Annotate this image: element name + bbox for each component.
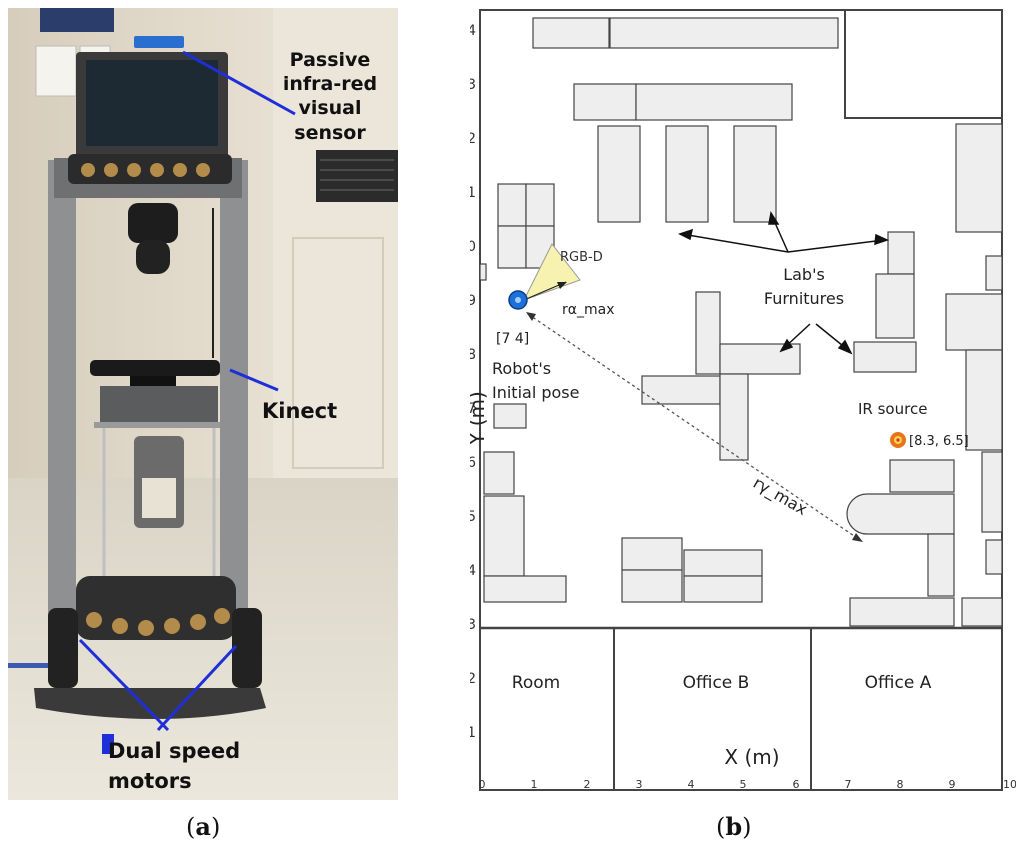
robot-pose-label: Robot's Initial pose: [492, 359, 579, 402]
robot-photo: Passive infra-red visual sensor Kinect D…: [8, 8, 398, 800]
robot-photo-panel: Passive infra-red visual sensor Kinect D…: [8, 8, 398, 800]
robot-right-wheel: [232, 608, 262, 688]
svg-text:Furnitures: Furnitures: [764, 289, 844, 308]
x-tick: 7: [845, 778, 852, 791]
rgbd-label: RGB-D: [560, 250, 603, 265]
svg-text:Initial pose: Initial pose: [492, 383, 579, 402]
x-tick: 2: [584, 778, 591, 791]
floor-tape: [8, 663, 48, 668]
svg-text:Lab's: Lab's: [783, 265, 825, 284]
robot-base: [76, 576, 236, 640]
lab-map-panel: 14 13 12 11 10 9 8 7 6 5 4 3 2 1 0 1 2 3…: [458, 8, 1018, 800]
r-alpha-arrowhead: [557, 282, 567, 289]
y-tick: 3: [470, 617, 476, 633]
ir-source-dot: [896, 438, 900, 442]
robot-left-pillar: [48, 160, 76, 630]
ir-sensor-callout-line: [182, 50, 296, 116]
svg-text:Passive: Passive: [290, 49, 371, 71]
x-tick: 10: [1003, 778, 1016, 791]
x-axis-title: X (m): [724, 745, 779, 769]
kinect-sensor: [90, 360, 220, 376]
robot-ptz-camera: [128, 203, 178, 243]
r-alpha-label: rα_max: [562, 302, 615, 318]
r-gamma-arrowhead: [852, 533, 863, 542]
robot-sonar-top: [81, 163, 210, 177]
y-tick: 10: [470, 239, 476, 255]
motor-callout-line-left: [78, 638, 170, 732]
x-tick: 3: [636, 778, 643, 791]
svg-text:Dual speed: Dual speed: [108, 739, 240, 763]
caption-a: (a): [186, 812, 221, 841]
y-tick: 8: [470, 347, 476, 363]
rgbd-field-of-view: [522, 243, 581, 301]
room-label: Office A: [865, 673, 932, 693]
x-tick: 4: [688, 778, 695, 791]
ir-source-label: IR source: [858, 400, 927, 418]
x-tick: 6: [793, 778, 800, 791]
room-label: Room: [512, 673, 560, 693]
x-tick: 0: [479, 778, 486, 791]
motor-callout-marker: [102, 734, 114, 754]
r-gamma-line: [527, 313, 861, 541]
wall-poster: [40, 8, 114, 32]
motors-label: Dual speed motors: [108, 739, 240, 793]
robot-right-pillar: [220, 160, 248, 630]
robot-shelf: [94, 422, 220, 428]
ir-sensor-device: [134, 36, 184, 48]
y-tick: 6: [470, 455, 476, 471]
x-tick: 9: [949, 778, 956, 791]
furniture-arrows: [678, 210, 890, 355]
y-tick: 13: [470, 77, 476, 93]
room-label: Office B: [683, 673, 750, 693]
caption-b: (b): [716, 812, 752, 841]
wall-vent: [316, 150, 398, 202]
x-tick: 5: [740, 778, 747, 791]
kinect-stand: [130, 376, 176, 386]
robot-left-wheel: [48, 608, 78, 688]
ir-sensor-label: Passive infra-red visual sensor: [283, 49, 377, 144]
y-tick: 14: [470, 23, 476, 39]
furniture-label: Lab's Furnitures: [764, 265, 844, 308]
motor-callout-line-right: [156, 644, 238, 732]
y-axis-ticks: 14 13 12 11 10 9 8 7 6 5 4 3 2 1: [458, 23, 476, 741]
kinect-label: Kinect: [262, 399, 337, 423]
robot-coords-label: [7 4]: [496, 331, 529, 347]
svg-text:Robot's: Robot's: [492, 359, 551, 378]
lab-map: 14 13 12 11 10 9 8 7 6 5 4 3 2 1 0 1 2 3…: [458, 9, 1018, 791]
y-tick: 11: [470, 185, 476, 201]
r-gamma-arrowhead: [526, 312, 536, 321]
kinect-callout-line: [229, 368, 279, 392]
robot-arm-label: [142, 478, 176, 518]
robot-sonar-base: [86, 608, 230, 636]
robot-laptop: [100, 386, 218, 422]
y-tick: 5: [470, 509, 476, 525]
svg-text:infra-red: infra-red: [283, 73, 377, 95]
y-tick: 12: [470, 131, 476, 147]
room-labels: Room Office B Office A: [512, 673, 932, 693]
y-tick: 4: [470, 563, 476, 579]
robot-bumper: [34, 688, 266, 719]
wall-vent-slats: [320, 159, 394, 191]
y-tick: 9: [470, 293, 476, 309]
ir-source-coords-label: [8.3, 6.5]: [909, 434, 969, 449]
svg-text:sensor: sensor: [294, 122, 366, 144]
x-tick: 1: [531, 778, 538, 791]
y-tick: 7: [470, 401, 476, 417]
wall-paper: [35, 45, 77, 97]
y-axis-title: Y (m): [470, 391, 489, 446]
svg-text:motors: motors: [108, 769, 192, 793]
door-panel: [292, 237, 384, 469]
map-wall-corner: [844, 10, 1002, 119]
lab-furniture: [479, 17, 1003, 627]
robot-marker-center: [515, 297, 521, 303]
x-axis-ticks: 0 1 2 3 4 5 6 7 8 9 10: [479, 778, 1018, 791]
y-tick: 1: [470, 725, 476, 741]
y-tick: 2: [470, 671, 476, 687]
robot-ptz-base: [136, 240, 170, 274]
robot-monitor-screen: [86, 60, 218, 146]
x-tick: 8: [897, 778, 904, 791]
svg-text:visual: visual: [298, 97, 361, 119]
